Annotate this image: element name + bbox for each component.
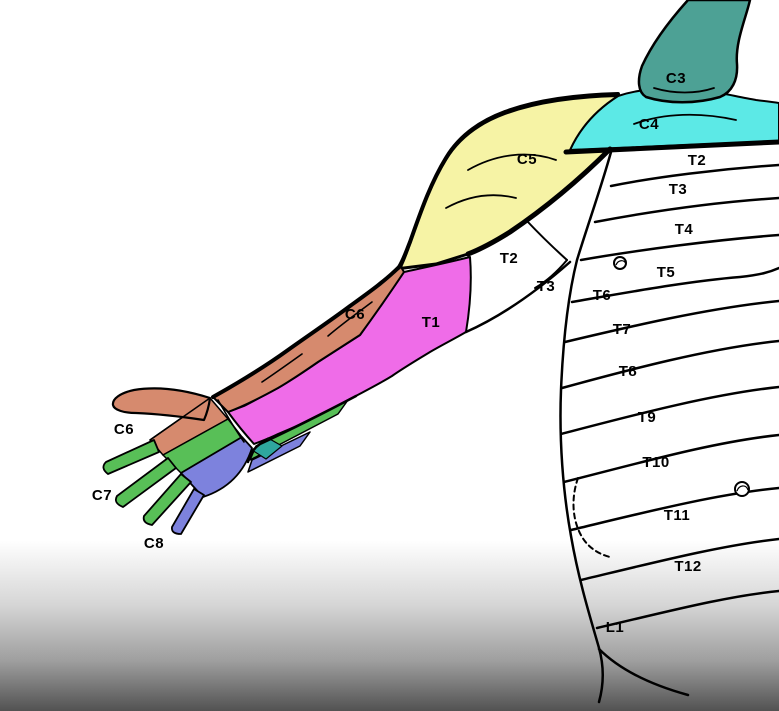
label-c7: C7	[92, 487, 112, 504]
label-trunk-t10: T10	[642, 454, 669, 471]
trunk-line-t12	[595, 589, 779, 630]
label-trunk-t7: T7	[613, 321, 632, 338]
trunk-line-t7	[560, 339, 779, 390]
middle-finger-c7	[114, 457, 177, 508]
label-c6-hand: C6	[114, 421, 134, 438]
label-trunk-t9: T9	[638, 409, 657, 426]
trunk-line-t9	[562, 433, 779, 484]
label-trunk-t4: T4	[675, 221, 694, 238]
label-trunk-t8: T8	[619, 363, 638, 380]
trunk-line-t4	[579, 233, 779, 262]
upper-arm-underside-contour	[464, 260, 572, 334]
arm-thick-diagonal	[465, 146, 613, 257]
label-c6-arm: C6	[345, 306, 365, 323]
c3-detail-wave	[653, 87, 715, 94]
ring-finger-c7	[142, 473, 192, 526]
label-c3: C3	[666, 70, 686, 87]
trunk-outlines	[464, 150, 779, 704]
region-c3	[637, 0, 752, 104]
arm-heavy-outlines	[149, 92, 779, 464]
label-c4: C4	[639, 116, 659, 133]
left-nipple-circle	[613, 256, 627, 270]
trunk-line-t11	[579, 537, 779, 582]
arm-top-contour	[211, 92, 620, 399]
c5-detail-wave-1	[467, 153, 557, 171]
trunk-line-t3	[593, 196, 779, 224]
right-nipple-squiggle	[736, 485, 749, 492]
right-nipple-circle	[734, 481, 750, 497]
c6-detail-crease-1	[327, 301, 373, 337]
label-trunk-t5: T5	[657, 264, 676, 281]
c6-detail-crease-2	[261, 353, 303, 383]
armpit-line-upper	[526, 220, 568, 261]
label-t1: T1	[422, 314, 441, 331]
region-details	[217, 87, 737, 443]
index-finger-c7	[102, 439, 160, 475]
trunk-line-t10	[569, 486, 779, 532]
trunk-line-t2	[609, 163, 779, 188]
arm-diagonal-thin-end	[402, 252, 470, 270]
trunk-line-t6	[563, 299, 779, 344]
c5-detail-wave-2	[445, 194, 517, 209]
shoulder-thick-line	[563, 139, 779, 155]
nipple-marks	[613, 256, 750, 497]
left-nipple-squiggle	[615, 260, 627, 266]
trunk-line-t8	[559, 385, 779, 436]
label-t2-arm: T2	[500, 250, 519, 267]
label-trunk-l1: L1	[606, 619, 625, 636]
label-trunk-t6: T6	[593, 287, 612, 304]
hand-thumb-crease	[149, 397, 211, 441]
c4-detail-wave	[633, 113, 737, 125]
dashed-hip-line	[572, 477, 611, 558]
labels: C3 C4 C5 C6 T1 T2 T3 C6 C7 C8 T2 T3 T4 T…	[92, 70, 706, 636]
label-trunk-t11: T11	[664, 507, 691, 524]
label-t3-arm: T3	[537, 278, 556, 295]
wrist-crease	[217, 399, 245, 443]
label-trunk-t12: T12	[674, 558, 701, 575]
thumb-region-c6	[111, 387, 212, 422]
label-trunk-t3: T3	[669, 181, 688, 198]
trunk-line-t5	[570, 266, 779, 304]
forearm-underside-contour	[246, 394, 358, 464]
label-c8: C8	[144, 535, 164, 552]
label-c5: C5	[517, 151, 537, 168]
label-trunk-t2: T2	[688, 152, 707, 169]
pinky-finger-c8	[171, 488, 205, 535]
torso-groin-line	[597, 647, 690, 697]
